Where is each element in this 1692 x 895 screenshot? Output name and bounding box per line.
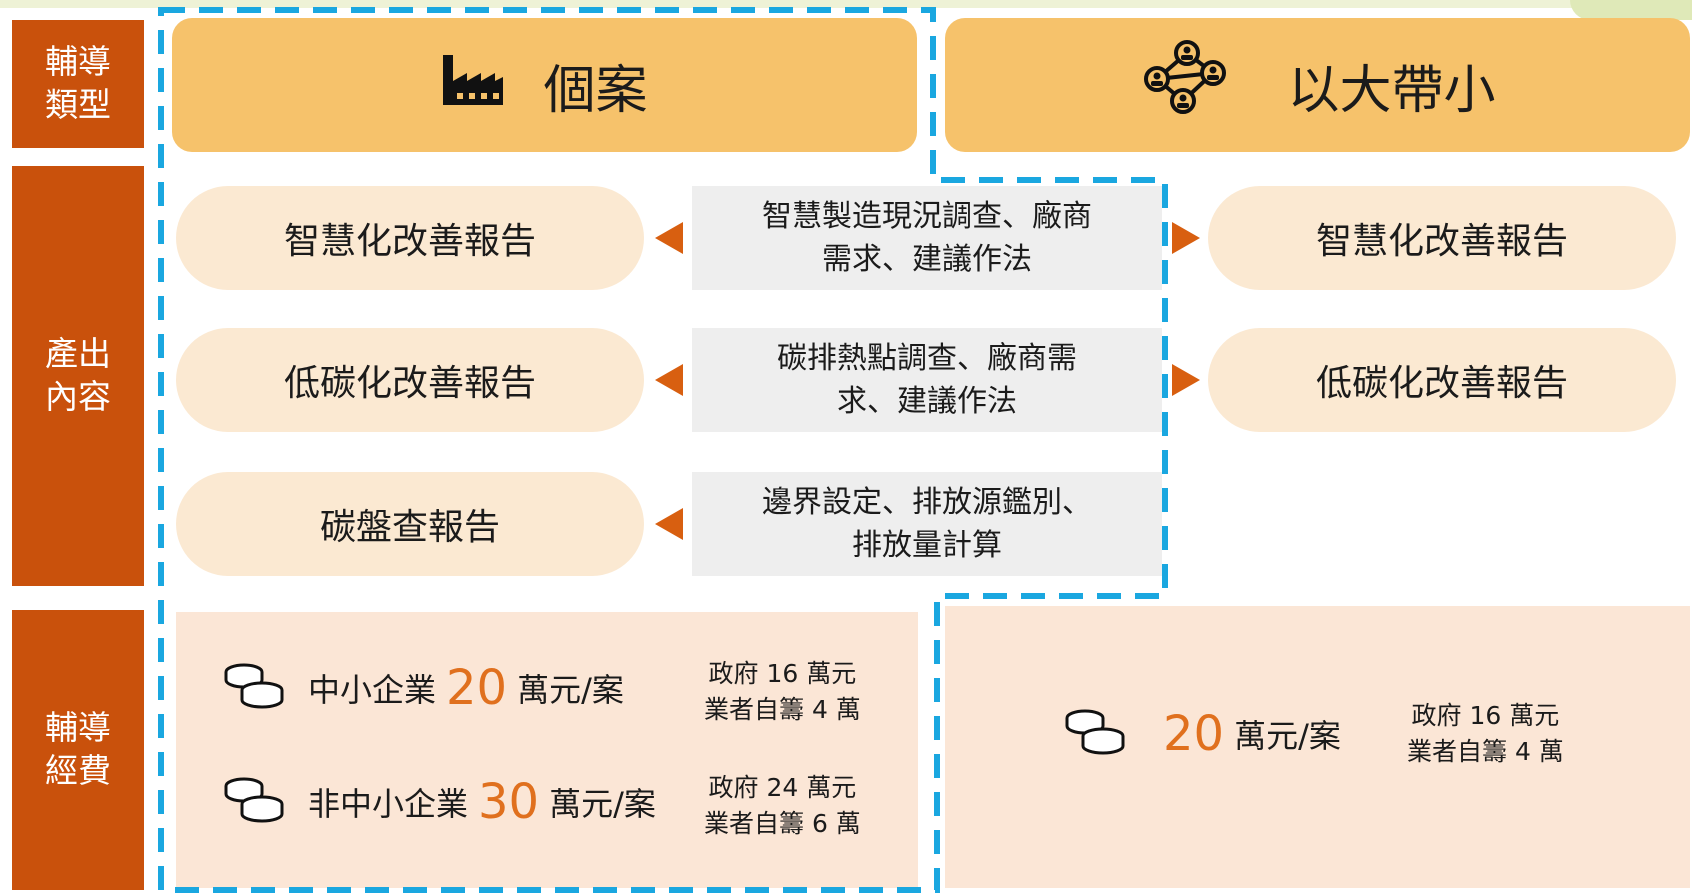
arrow-right-1: [1172, 222, 1200, 254]
funding-sme-amount: 20: [446, 660, 508, 716]
task-box-lowcarbon: 碳排熱點調查、廠商需求、建議作法: [692, 328, 1162, 432]
row-label-funding: 輔導經費: [12, 610, 144, 890]
funding-nonsme-row: 非中小企業 30 萬元/案: [220, 772, 656, 832]
right-output-lowcarbon-label: 低碳化改善報告: [1315, 363, 1568, 404]
row-label-type-text: 輔導類型: [45, 42, 111, 124]
arrow-left-3: [655, 508, 683, 540]
funding-large-small-amount: 20: [1163, 706, 1225, 762]
background-right-accent: [1570, 0, 1692, 20]
funding-large-small-unit: 萬元/案: [1234, 717, 1341, 755]
funding-large-small-panel: 20 萬元/案 政府 16 萬元 業者自籌 4 萬: [945, 606, 1690, 888]
funding-sme-split: 政府 16 萬元 業者自籌 4 萬: [704, 656, 861, 729]
task-box-carbon-inventory-text: 邊界設定、排放源鑑別、排放量計算: [762, 484, 1092, 564]
task-box-carbon-inventory: 邊界設定、排放源鑑別、排放量計算: [692, 472, 1162, 576]
funding-large-small-self: 業者自籌 4 萬: [1407, 737, 1564, 767]
row-label-funding-text: 輔導經費: [45, 708, 111, 790]
funding-sme-self: 業者自籌 4 萬: [704, 695, 861, 725]
row-label-output-text: 產出內容: [45, 334, 111, 416]
funding-nonsme-label: 非中小企業: [308, 785, 469, 823]
task-box-smart-text: 智慧製造現況調查、廠商需求、建議作法: [762, 198, 1092, 278]
background-top-accent: [0, 0, 1692, 8]
funding-sme-unit: 萬元/案: [517, 671, 624, 709]
factory-icon: [441, 51, 505, 120]
funding-large-small-gov: 政府 16 萬元: [1411, 701, 1560, 730]
header-individual-label: 個案: [543, 60, 648, 121]
header-individual: 個案: [172, 18, 917, 152]
left-output-lowcarbon-label: 低碳化改善報告: [283, 363, 536, 404]
funding-nonsme-unit: 萬元/案: [549, 785, 656, 823]
funding-large-small-row: 20 萬元/案: [1061, 704, 1341, 764]
funding-individual-panel: 中小企業 20 萬元/案 政府 16 萬元 業者自籌 4 萬 非中小企業 30 …: [176, 612, 918, 888]
funding-sme-gov: 政府 16 萬元: [708, 659, 857, 688]
arrow-right-2: [1172, 364, 1200, 396]
left-output-carbon-inventory: 碳盤查報告: [176, 472, 644, 576]
right-output-lowcarbon: 低碳化改善報告: [1208, 328, 1676, 432]
coins-icon: [1061, 704, 1129, 764]
funding-nonsme-self: 業者自籌 6 萬: [704, 809, 861, 839]
funding-nonsme-gov: 政府 24 萬元: [708, 773, 857, 802]
row-label-type: 輔導類型: [12, 20, 144, 148]
task-box-lowcarbon-text: 碳排熱點調查、廠商需求、建議作法: [777, 340, 1077, 420]
task-box-smart: 智慧製造現況調查、廠商需求、建議作法: [692, 186, 1162, 290]
row-label-output: 產出內容: [12, 166, 144, 586]
arrow-left-1: [655, 222, 683, 254]
coins-icon: [220, 772, 288, 832]
network-icon: [1139, 39, 1229, 132]
right-output-smart-label: 智慧化改善報告: [1315, 221, 1568, 262]
funding-sme-row: 中小企業 20 萬元/案: [220, 658, 624, 718]
right-output-smart: 智慧化改善報告: [1208, 186, 1676, 290]
left-output-carbon-inventory-label: 碳盤查報告: [319, 507, 500, 548]
funding-large-small-split: 政府 16 萬元 業者自籌 4 萬: [1407, 698, 1564, 771]
header-large-small-label: 以大帶小: [1287, 60, 1496, 121]
funding-nonsme-amount: 30: [478, 774, 540, 830]
funding-sme-label: 中小企業: [308, 671, 437, 709]
left-output-smart: 智慧化改善報告: [176, 186, 644, 290]
left-output-lowcarbon: 低碳化改善報告: [176, 328, 644, 432]
funding-nonsme-split: 政府 24 萬元 業者自籌 6 萬: [704, 770, 861, 843]
coins-icon: [220, 658, 288, 718]
left-output-smart-label: 智慧化改善報告: [283, 221, 536, 262]
header-large-small: 以大帶小: [945, 18, 1690, 152]
arrow-left-2: [655, 364, 683, 396]
